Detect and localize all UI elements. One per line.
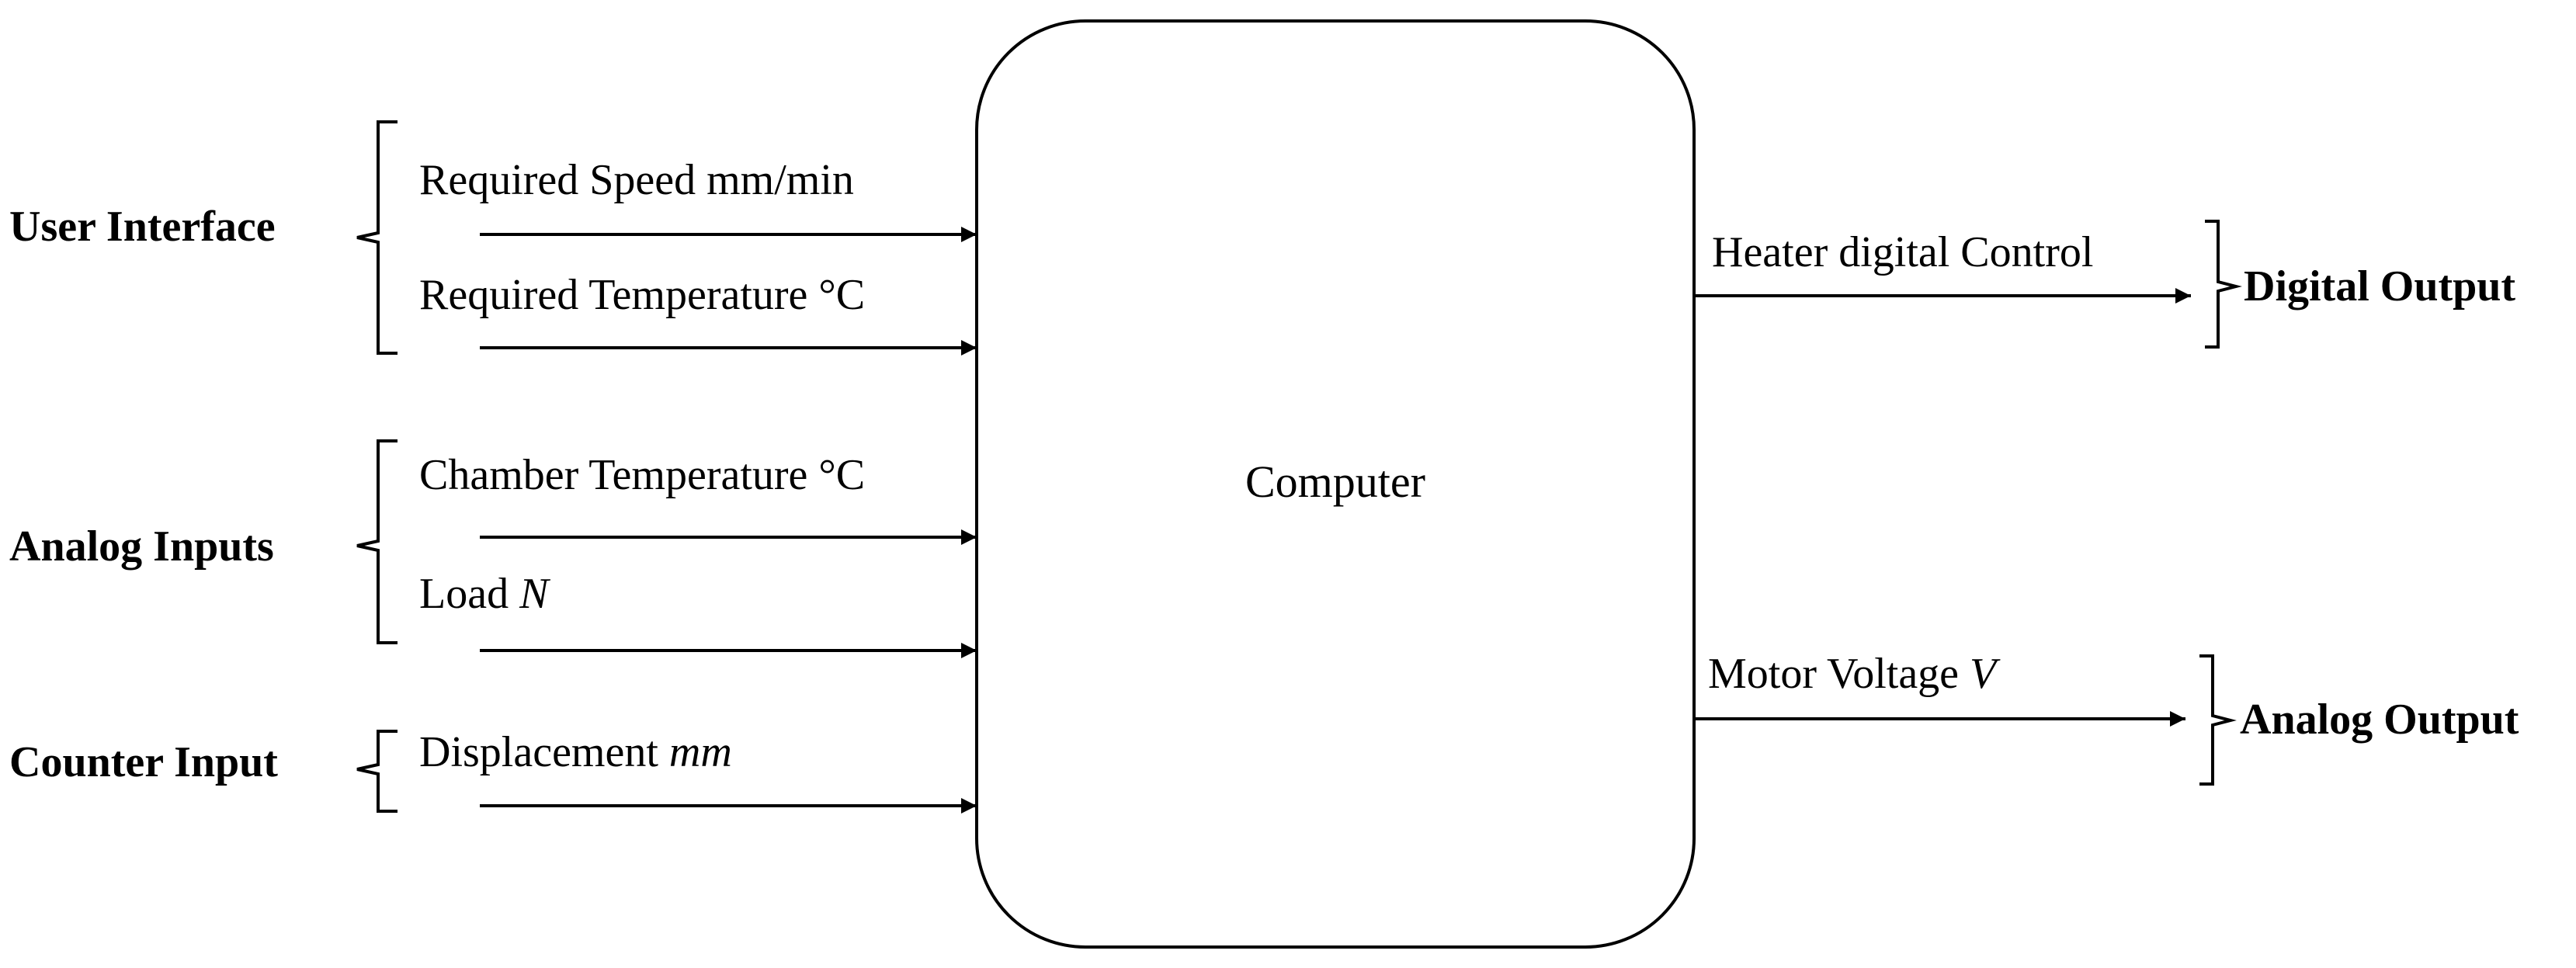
computer-block — [975, 19, 1696, 949]
brace-digital-output — [2205, 220, 2242, 349]
brace-analog-output — [2199, 654, 2237, 786]
group-label-counter-input: Counter Input — [9, 738, 278, 786]
brace-user-interface — [356, 120, 398, 355]
signal-label-motor-voltage: Motor Voltage V — [1708, 650, 2001, 698]
group-label-analog-output: Analog Output — [2240, 696, 2519, 744]
group-label-digital-output: Digital Output — [2244, 262, 2515, 311]
brace-analog-inputs — [356, 439, 398, 644]
signal-label-displacement: Displacement mm — [419, 728, 732, 776]
signal-label-load: Load N — [419, 570, 550, 618]
brace-counter-input — [356, 730, 398, 813]
signal-label-required-speed: Required Speed mm/min — [419, 156, 854, 204]
signal-label-required-temperature: Required Temperature °C — [419, 271, 865, 319]
computer-label: Computer — [1245, 456, 1425, 507]
group-label-analog-inputs: Analog Inputs — [9, 522, 274, 571]
signal-label-heater-control: Heater digital Control — [1712, 228, 2093, 276]
signal-label-chamber-temperature: Chamber Temperature °C — [419, 451, 865, 499]
group-label-user-interface: User Interface — [9, 203, 276, 251]
